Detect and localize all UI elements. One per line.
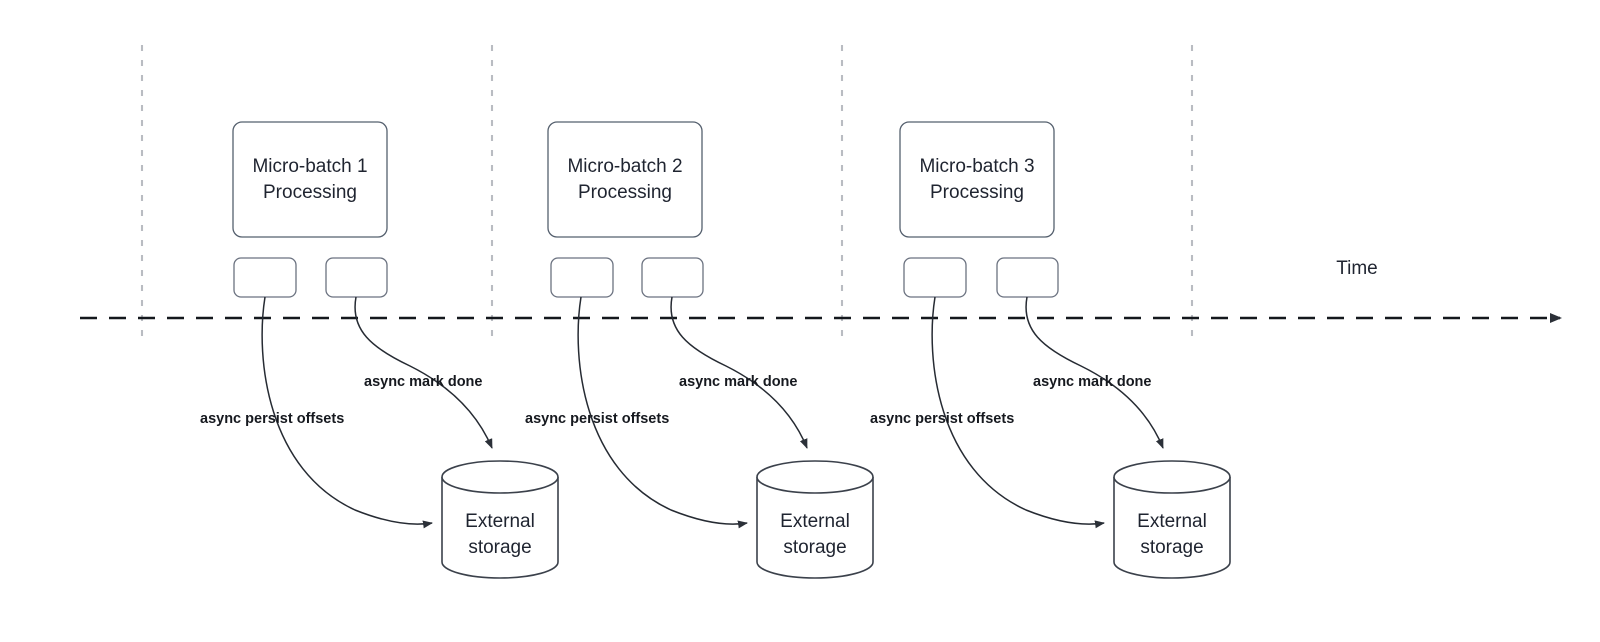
group-2: Micro-batch 2 Processing async persist o… [525, 121, 874, 579]
time-axis-label: Time [1336, 258, 1378, 279]
group-3: Micro-batch 3 Processing async persist o… [870, 121, 1231, 579]
micro-batch-2-box[interactable] [547, 121, 703, 238]
group-2-async-persist-offsets-label: async persist offsets [525, 411, 669, 427]
group-3-external-storage[interactable]: External storage [1113, 460, 1231, 579]
group-3-persist-offsets-task[interactable] [903, 257, 967, 298]
group-1-persist-offsets-arrow [261, 296, 433, 529]
group-3-external-storage-line1: External [1137, 511, 1207, 532]
group-2-cylinder-body [756, 477, 874, 579]
group-1-cylinder-body [441, 477, 559, 579]
micro-batch-1-label-line2: Processing [263, 182, 357, 203]
group-1: Micro-batch 1 Processing async persist o… [200, 121, 559, 579]
group-2-external-storage-line2: storage [783, 537, 846, 558]
micro-batch-3-label-line1: Micro-batch 3 [919, 156, 1034, 177]
group-1-mark-done-arrow [354, 296, 493, 449]
time-dividers [140, 45, 1194, 344]
group-1-mark-done-task[interactable] [325, 257, 388, 298]
group-2-external-storage[interactable]: External storage [756, 460, 874, 579]
group-1-external-storage-line2: storage [468, 537, 531, 558]
group-1-cylinder-top [441, 460, 559, 494]
group-1-external-storage[interactable]: External storage [441, 460, 559, 579]
group-1-external-storage-line1: External [465, 511, 535, 532]
group-1-persist-offsets-task[interactable] [233, 257, 297, 298]
group-3-cylinder-top [1113, 460, 1231, 494]
group-2-async-mark-done-label: async mark done [679, 374, 797, 390]
group-3-cylinder-body [1113, 477, 1231, 579]
micro-batch-3-box[interactable] [899, 121, 1055, 238]
group-2-cylinder-top [756, 460, 874, 494]
group-2-mark-done-arrow [670, 296, 808, 449]
group-3-async-mark-done-label: async mark done [1033, 374, 1151, 390]
micro-batch-2-label-line2: Processing [578, 182, 672, 203]
group-2-external-storage-line1: External [780, 511, 850, 532]
group-1-async-persist-offsets-label: async persist offsets [200, 411, 344, 427]
group-3-async-persist-offsets-label: async persist offsets [870, 411, 1014, 427]
micro-batch-1-box[interactable] [232, 121, 388, 238]
group-2-mark-done-task[interactable] [641, 257, 704, 298]
group-3-mark-done-task[interactable] [996, 257, 1059, 298]
micro-batch-2-label-line1: Micro-batch 2 [567, 156, 682, 177]
micro-batch-3-label-line2: Processing [930, 182, 1024, 203]
group-3-mark-done-arrow [1025, 296, 1164, 449]
group-1-async-mark-done-label: async mark done [364, 374, 482, 390]
group-2-persist-offsets-arrow [577, 296, 748, 529]
micro-batch-1-label-line1: Micro-batch 1 [252, 156, 367, 177]
group-2-persist-offsets-task[interactable] [550, 257, 614, 298]
group-3-external-storage-line2: storage [1140, 537, 1203, 558]
group-3-persist-offsets-arrow [931, 296, 1105, 529]
